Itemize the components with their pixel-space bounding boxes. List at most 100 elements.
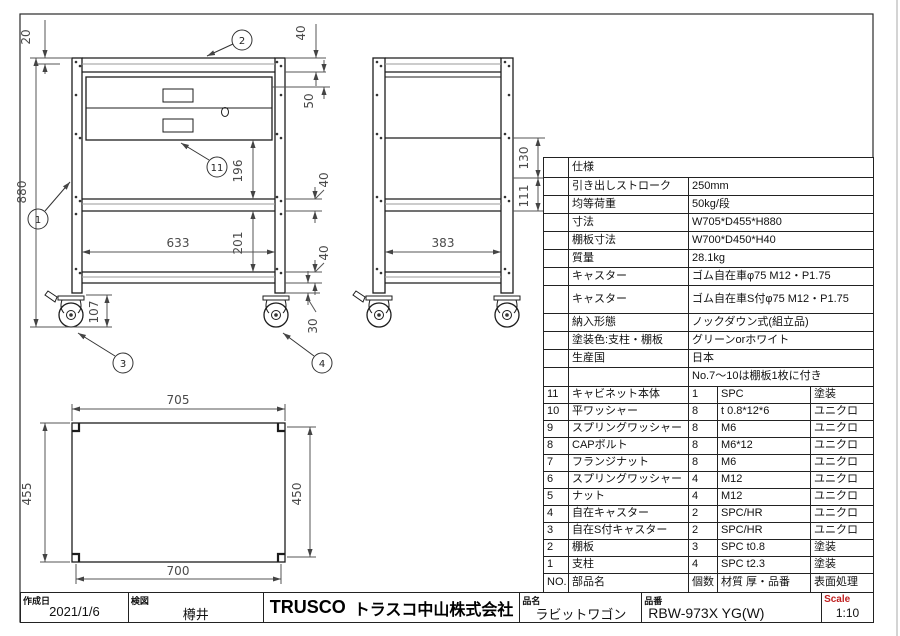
spec-value: No.7～10は棚板1枚に付き bbox=[688, 367, 874, 387]
callout-3: 3 bbox=[77, 332, 134, 374]
callout-11-label: 11 bbox=[211, 163, 224, 174]
front-left-post bbox=[71, 57, 83, 294]
spec-label: 納入形態 bbox=[568, 313, 689, 332]
front-right-post bbox=[274, 57, 286, 294]
drawer-cabinet bbox=[85, 76, 273, 141]
product-name-label: 品名 bbox=[522, 596, 541, 606]
spec-label: 棚板寸法 bbox=[568, 231, 689, 250]
callout-4: 4 bbox=[282, 332, 333, 374]
dim-top-450: 450 bbox=[290, 483, 304, 506]
side-right-caster bbox=[493, 295, 521, 328]
spec-label: キャスター bbox=[568, 285, 689, 314]
created-date-value: 2021/1/6 bbox=[49, 604, 100, 619]
post-holes bbox=[74, 60, 283, 275]
side-right-post bbox=[500, 57, 514, 294]
part-number-label: 品番 bbox=[644, 596, 663, 606]
spec-value: ゴム自在車φ75 M12・P1.75 bbox=[688, 267, 874, 286]
front-view bbox=[44, 57, 290, 328]
front-view-dimensions: 20 880 40 50 196 201 633 40 bbox=[15, 20, 331, 334]
spec-value: グリーンorホワイト bbox=[688, 331, 874, 350]
spec-label: 寸法 bbox=[568, 213, 689, 232]
trusco-logo: TRUSCO bbox=[269, 597, 346, 617]
parts-header-row: NO.部品名個数材質 厚・品番表面処理 bbox=[543, 573, 874, 593]
dim-front-20: 20 bbox=[19, 29, 33, 44]
dim-front-40-top: 40 bbox=[294, 25, 308, 40]
dim-front-50: 50 bbox=[302, 93, 316, 108]
spec-value: 50kg/段 bbox=[688, 195, 874, 214]
checked-by-value: 樽井 bbox=[182, 607, 209, 622]
spec-label: 引き出しストローク bbox=[568, 177, 689, 196]
part-number-value: RBW-973X YG(W) bbox=[648, 605, 765, 621]
front-left-caster bbox=[44, 290, 85, 328]
shelf-outline bbox=[71, 422, 286, 563]
dim-side-383: 383 bbox=[432, 236, 455, 250]
callout-2: 2 bbox=[206, 29, 253, 57]
title-block: 作成日 2021/1/6 検図 樽井 TRUSCO トラスコ中山株式会社 品名 … bbox=[20, 592, 874, 623]
spec-label: キャスター bbox=[568, 267, 689, 286]
product-name-value: ラビットワゴン bbox=[535, 607, 627, 622]
dim-side-130: 130 bbox=[517, 147, 531, 170]
dim-top-455: 455 bbox=[20, 483, 34, 506]
created-date-label: 作成日 bbox=[23, 596, 51, 606]
shelf-top-view: 705 455 450 700 bbox=[20, 393, 316, 584]
spec-title: 仕様 bbox=[568, 157, 874, 178]
side-view bbox=[352, 57, 521, 328]
dim-front-107: 107 bbox=[87, 301, 101, 324]
created-date-cell: 作成日 2021/1/6 bbox=[21, 593, 129, 622]
checked-by-cell: 検図 樽井 bbox=[129, 593, 264, 622]
dim-side-111: 111 bbox=[517, 185, 531, 208]
dim-front-40-low: 40 bbox=[317, 245, 331, 260]
side-view-dimensions: 130 111 383 bbox=[385, 137, 545, 255]
side-left-post bbox=[372, 57, 386, 294]
dim-front-40-mid: 40 bbox=[317, 172, 331, 187]
spec-label: 均等荷重 bbox=[568, 195, 689, 214]
drawer-lock bbox=[221, 107, 229, 117]
dim-top-705: 705 bbox=[167, 393, 190, 407]
scale-value: 1:10 bbox=[835, 606, 860, 620]
dim-front-201: 201 bbox=[231, 232, 245, 255]
spec-label: 塗装色:支柱・棚板 bbox=[568, 331, 689, 350]
callouts: 2 11 1 3 4 bbox=[27, 29, 333, 374]
drawer-handle-bottom bbox=[162, 118, 194, 133]
side-left-caster bbox=[352, 290, 393, 328]
spec-label bbox=[568, 367, 689, 387]
front-right-caster bbox=[262, 295, 290, 328]
part-number-cell: 品番 RBW-973X YG(W) bbox=[642, 593, 823, 622]
dim-front-880: 880 bbox=[15, 181, 29, 204]
dim-top-700: 700 bbox=[167, 564, 190, 578]
dim-front-633: 633 bbox=[167, 236, 190, 250]
company-cell: TRUSCO トラスコ中山株式会社 bbox=[264, 593, 521, 622]
spec-label: 質量 bbox=[568, 249, 689, 268]
callout-2-label: 2 bbox=[239, 36, 245, 47]
spec-value: ノックダウン式(組立品) bbox=[688, 313, 874, 332]
callout-4-label: 4 bbox=[319, 359, 325, 370]
scale-cell: Scale 1:10 bbox=[822, 593, 873, 622]
spec-value: ゴム自在車S付φ75 M12・P1.75 bbox=[688, 285, 874, 314]
spec-value: 250mm bbox=[688, 177, 874, 196]
company-name: トラスコ中山株式会社 bbox=[353, 601, 514, 619]
spec-value: 日本 bbox=[688, 349, 874, 368]
side-post-holes bbox=[375, 60, 511, 275]
spec-value: W700*D450*H40 bbox=[688, 231, 874, 250]
spec-value: 28.1kg bbox=[688, 249, 874, 268]
checked-by-label: 検図 bbox=[130, 596, 149, 606]
spec-value: W705*D455*H880 bbox=[688, 213, 874, 232]
spec-label: 生産国 bbox=[568, 349, 689, 368]
callout-11: 11 bbox=[180, 142, 228, 178]
dim-front-30: 30 bbox=[306, 318, 320, 333]
callout-1-label: 1 bbox=[35, 215, 41, 226]
